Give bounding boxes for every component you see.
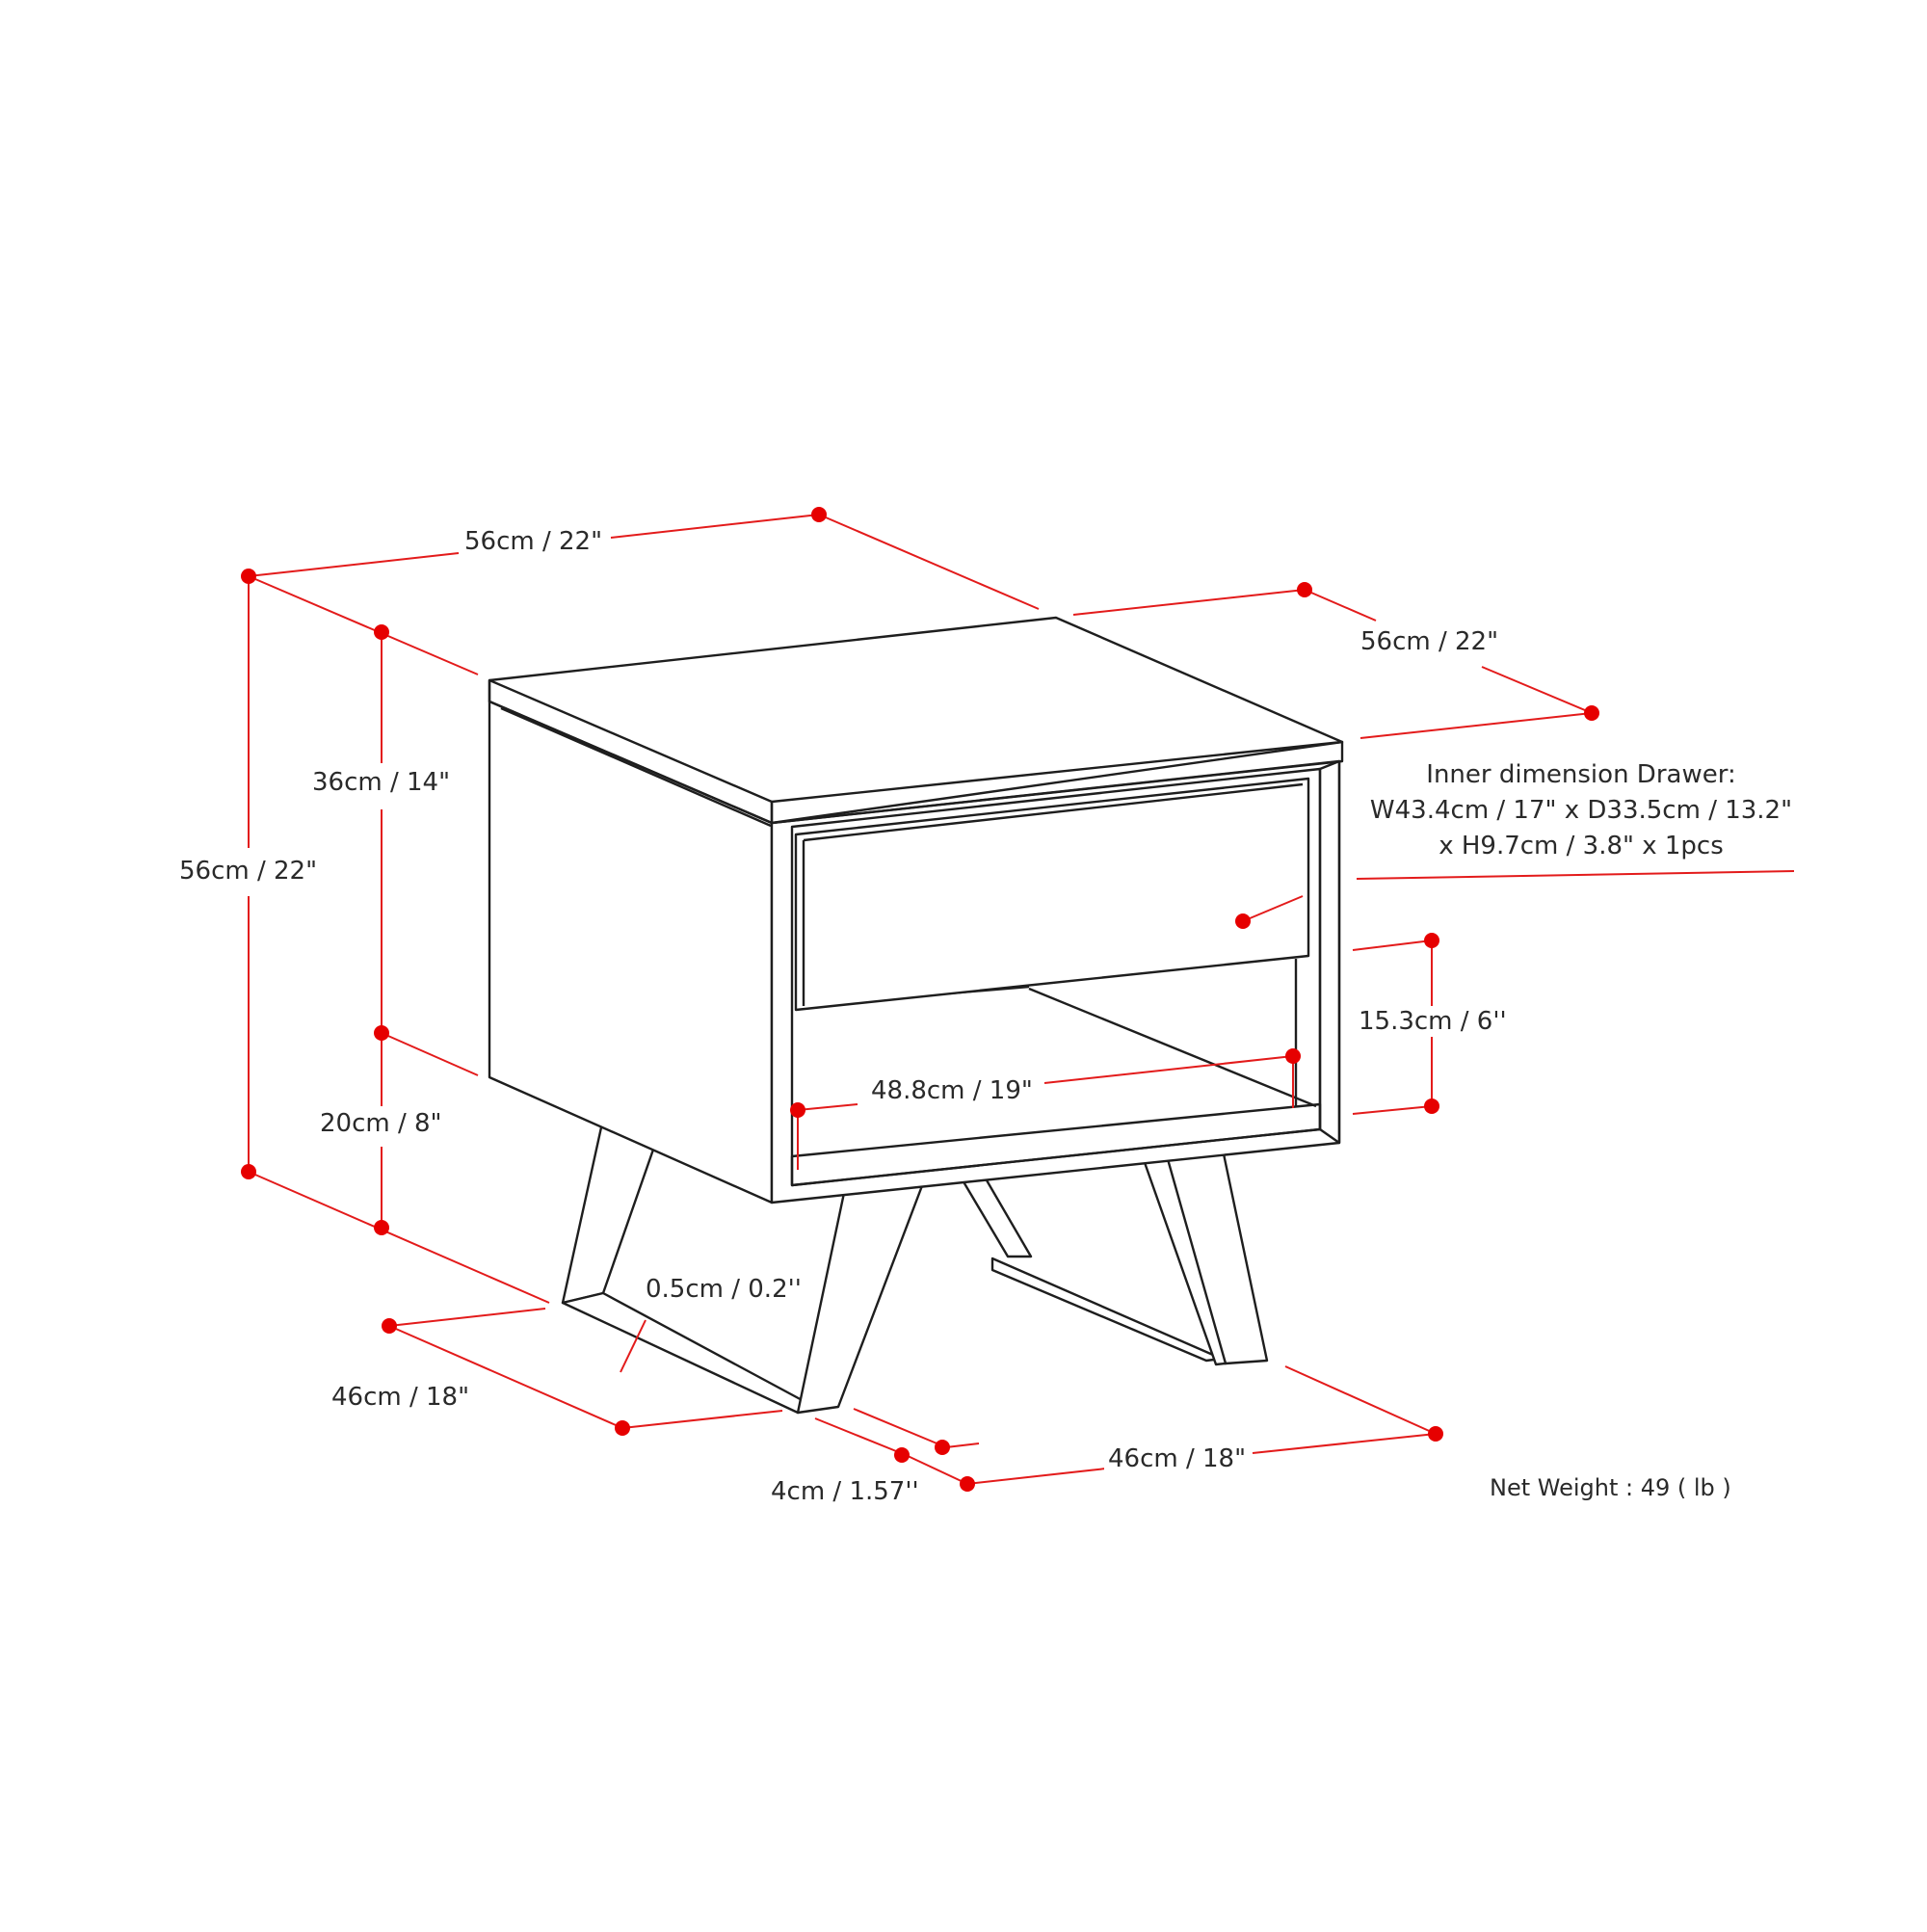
shelf-height-label: 15.3cm / 6'' bbox=[1355, 1006, 1511, 1037]
dim-point bbox=[241, 569, 256, 584]
dim-point bbox=[894, 1447, 910, 1463]
drawer-note-line-2: W43.4cm / 17" x D33.5cm / 13.2" bbox=[1369, 796, 1793, 825]
dim-point bbox=[1428, 1426, 1443, 1442]
top-depth-label: 56cm / 22" bbox=[1357, 626, 1503, 657]
dim-point bbox=[1297, 582, 1312, 597]
dim-point bbox=[935, 1440, 950, 1455]
dim-point bbox=[374, 1025, 389, 1041]
drawer-front bbox=[794, 777, 1310, 1012]
net-weight-label: Net Weight : 49 ( lb ) bbox=[1490, 1474, 1731, 1501]
total-height-label: 56cm / 22" bbox=[175, 856, 322, 887]
dim-point bbox=[960, 1476, 975, 1492]
dim-point bbox=[790, 1102, 805, 1118]
dim-point bbox=[1235, 913, 1251, 929]
leg-width-label: 4cm / 1.57'' bbox=[767, 1476, 923, 1507]
drawer-note-line-1: Inner dimension Drawer: bbox=[1426, 760, 1736, 789]
dim-point bbox=[615, 1420, 630, 1436]
body-height-label: 36cm / 14" bbox=[308, 767, 455, 798]
dim-point bbox=[241, 1164, 256, 1179]
dim-point bbox=[1424, 933, 1439, 948]
shelf-back-line bbox=[1028, 987, 1317, 1108]
shelf-width-label: 48.8cm / 19" bbox=[867, 1075, 1037, 1106]
cabinet-body bbox=[488, 616, 1344, 1204]
dim-point bbox=[1584, 705, 1599, 721]
dim-point bbox=[1285, 1048, 1301, 1064]
leg-span-label: 46cm / 18" bbox=[1104, 1443, 1251, 1474]
dim-point bbox=[374, 624, 389, 640]
top-front-edge bbox=[770, 740, 1344, 825]
top-width-label: 56cm / 22" bbox=[461, 526, 607, 557]
dim-point bbox=[1424, 1098, 1439, 1114]
dimension-points bbox=[241, 507, 1599, 1492]
dim-point bbox=[382, 1318, 397, 1334]
dim-point bbox=[374, 1220, 389, 1235]
drawer-note-line-3: x H9.7cm / 3.8" x 1pcs bbox=[1439, 832, 1724, 860]
dimension-lines bbox=[248, 514, 1795, 1485]
bottom-shelf-edge bbox=[790, 1102, 1322, 1187]
leg-thickness-label: 0.5cm / 0.2'' bbox=[642, 1274, 805, 1305]
dim-point bbox=[811, 507, 827, 522]
leg-height-label: 20cm / 8" bbox=[316, 1108, 446, 1139]
leg-depth-label: 46cm / 18" bbox=[328, 1382, 474, 1413]
drawer-inner-dimension-note: Inner dimension Drawer: W43.4cm / 17" x … bbox=[1364, 757, 1798, 864]
end-table-drawing bbox=[488, 616, 1344, 1415]
